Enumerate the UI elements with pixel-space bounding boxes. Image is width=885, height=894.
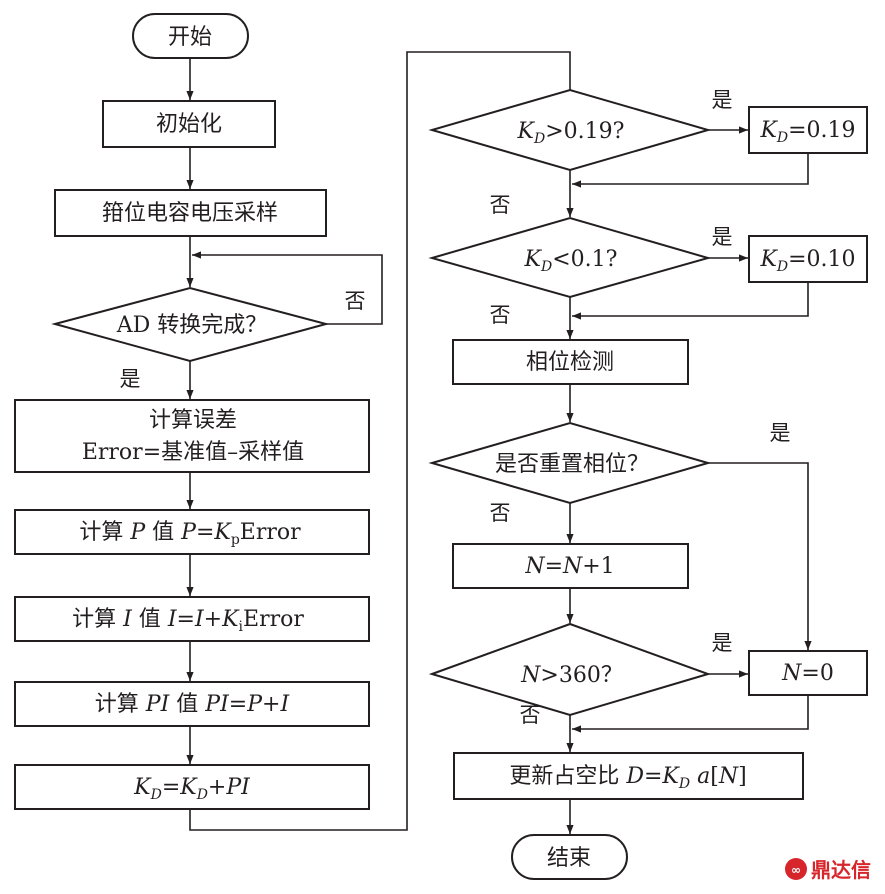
calc-i-box: 计算 I 值 I=I+KiError [14, 596, 370, 642]
kd-lt-label: KD<0.1? [524, 247, 618, 275]
return-kd-019 [572, 153, 809, 188]
phase-detect-box: 相位检测 [452, 339, 689, 385]
watermark-icon [785, 858, 807, 880]
n-zero-box: N=0 [748, 650, 868, 696]
loop-ad-no [192, 251, 383, 325]
kd-gt-no-label: 否 [490, 193, 511, 217]
return-n-zero [572, 695, 809, 733]
kd-set-010-box: KD=0.10 [748, 235, 868, 283]
n-zero-label: N=0 [781, 661, 834, 686]
start-node: 开始 [132, 13, 249, 59]
end-label: 结束 [547, 846, 591, 871]
arrow-reset-yes [708, 462, 812, 650]
kd-update-box: KD=KD+PI [14, 764, 370, 810]
kd-gt-yes-label: 是 [712, 88, 733, 112]
n-gt-yes-label: 是 [712, 631, 733, 655]
ad-no-label: 否 [345, 289, 366, 313]
connector-left-to-right [189, 51, 574, 831]
reset-no-label: 否 [490, 501, 511, 525]
kd-set-019-box: KD=0.19 [748, 106, 868, 154]
calc-p-box: 计算 P 值 P=KpError [14, 509, 370, 555]
n-gt-label: N>360？ [520, 663, 623, 688]
n-gt-no-label: 否 [520, 703, 541, 727]
kd-set-010-label: KD=0.10 [759, 247, 855, 275]
kd-lt-decision: KD<0.1? [428, 216, 712, 299]
kd-gt-decision: KD>0.19? [428, 88, 712, 172]
kd-lt-no-label: 否 [490, 303, 511, 327]
watermark-logo: ∞ 鼎达信 [785, 858, 871, 882]
reset-yes-label: 是 [770, 421, 791, 445]
calc-i-label: 计算 I 值 I=I+KiError [72, 607, 304, 635]
calc-error-title: 计算误差 [149, 408, 237, 433]
ad-yes-label: 是 [120, 367, 141, 391]
init-box: 初始化 [102, 100, 276, 148]
ad-decision: AD 转换完成？ [51, 286, 330, 363]
start-label: 开始 [168, 25, 212, 50]
reset-phase-decision: 是否重置相位？ [428, 421, 712, 505]
phase-detect-label: 相位检测 [526, 350, 614, 375]
n-increment-label: N=N+1 [524, 554, 614, 579]
kd-gt-label: KD>0.19? [517, 119, 625, 147]
calc-pi-label: 计算 PI 值 PI=P+I [95, 692, 291, 717]
watermark-text: 鼎达信 [811, 858, 871, 882]
calc-error-box: 计算误差 Error=基准值–采样值 [14, 399, 370, 473]
n-gt-decision: N>360？ [428, 622, 712, 717]
n-increment-box: N=N+1 [452, 543, 689, 589]
end-node: 结束 [511, 834, 628, 880]
calc-pi-box: 计算 PI 值 PI=P+I [14, 681, 370, 727]
reset-phase-label: 是否重置相位？ [495, 452, 649, 477]
return-kd-010 [572, 282, 809, 320]
sample-label: 箝位电容电压采样 [102, 201, 278, 226]
calc-error-formula: Error=基准值–采样值 [82, 440, 304, 465]
init-label: 初始化 [156, 112, 222, 137]
calc-p-label: 计算 P 值 P=KpError [79, 520, 301, 548]
kd-lt-yes-label: 是 [712, 225, 733, 249]
duty-update-box: 更新占空比 D=KD a[N] [453, 752, 804, 800]
duty-update-label: 更新占空比 D=KD a[N] [509, 764, 746, 792]
sample-box: 箝位电容电压采样 [54, 189, 327, 237]
ad-decision-label: AD 转换完成？ [116, 313, 268, 338]
svg-text:∞: ∞ [791, 863, 801, 877]
kd-update-label: KD=KD+PI [133, 775, 251, 803]
kd-set-019-label: KD=0.19 [759, 118, 855, 146]
